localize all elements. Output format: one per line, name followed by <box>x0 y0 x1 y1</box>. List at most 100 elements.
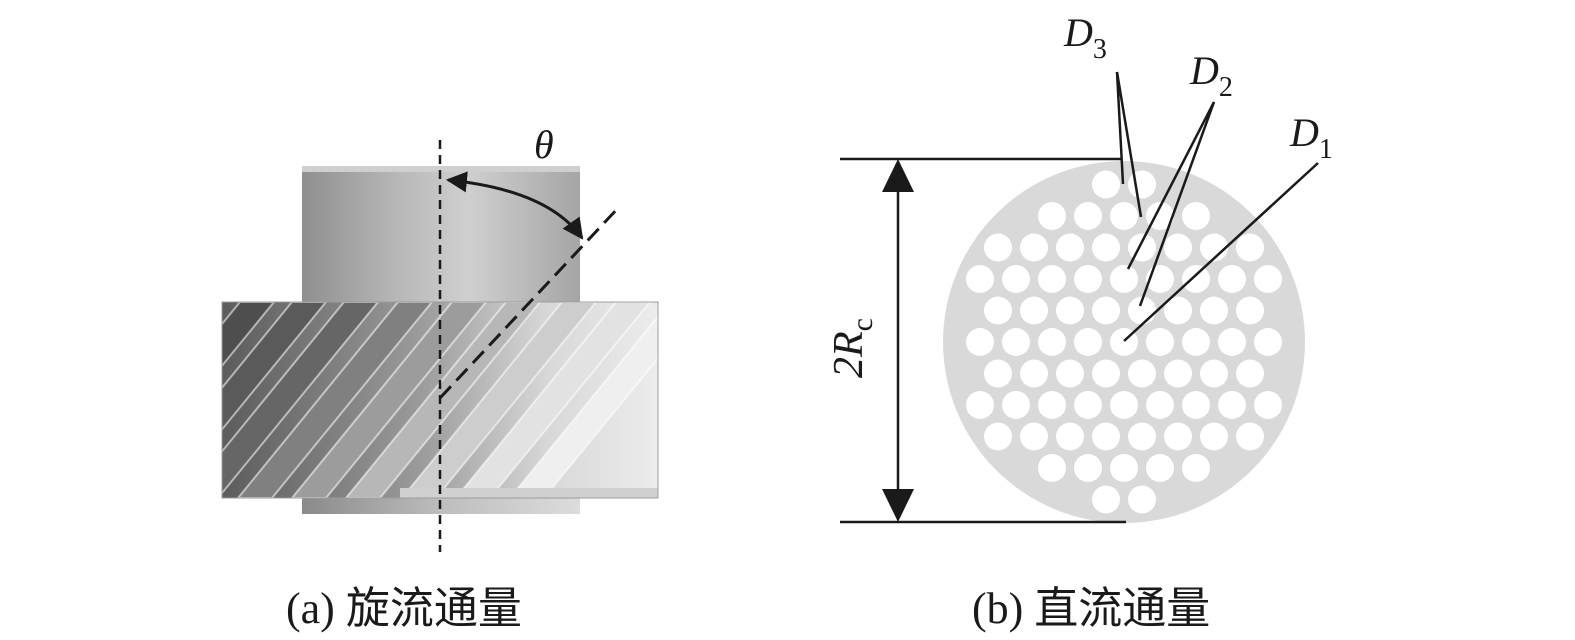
angle-arc <box>445 171 584 240</box>
plate-hole <box>1128 359 1156 388</box>
plate-hole <box>1020 296 1048 325</box>
plate-hole <box>1182 202 1210 230</box>
vane-blade <box>508 315 658 498</box>
plate-hole <box>1038 391 1066 419</box>
plate-hole <box>1164 233 1192 262</box>
dimension-arrow-top <box>882 159 914 192</box>
plate-hole <box>1074 265 1102 293</box>
plate-hole <box>1056 422 1084 451</box>
callout-d1-label: D1 <box>1289 110 1333 165</box>
plate-hole <box>1128 485 1156 514</box>
plate-hole <box>966 265 994 293</box>
plate-hole <box>1218 328 1246 356</box>
plate-hole <box>1110 454 1138 482</box>
plate-hole <box>1254 328 1282 356</box>
plate-hole <box>1164 359 1192 388</box>
callout-d2-label: D2 <box>1189 48 1233 103</box>
plate-hole <box>1092 170 1120 199</box>
plate-hole <box>1092 485 1120 514</box>
plate-hole <box>1092 422 1120 451</box>
plate-hole <box>1110 391 1138 419</box>
plate-hole <box>1182 391 1210 419</box>
plate-hole <box>1164 422 1192 451</box>
callout-d1-main: D <box>1289 110 1319 155</box>
callout-d3-label: D3 <box>1063 10 1107 65</box>
plate-holes <box>966 170 1282 514</box>
plate-hole <box>1128 170 1156 199</box>
plate-hole <box>1074 328 1102 356</box>
plate-hole <box>1056 296 1084 325</box>
plate-hole <box>1182 265 1210 293</box>
vane-blade <box>400 302 598 498</box>
diameter-label: 2Rc <box>826 318 879 378</box>
plate-hole <box>1074 391 1102 419</box>
plate-hole <box>1236 422 1264 451</box>
plate-hole <box>1002 391 1030 419</box>
plate-hole <box>1110 202 1138 230</box>
callout-d2-main: D <box>1189 48 1219 93</box>
plate-hole <box>1002 265 1030 293</box>
leader-d1 <box>1123 162 1319 342</box>
plate-hole <box>1038 454 1066 482</box>
plate-hole <box>1092 233 1120 262</box>
plate-hole <box>1038 202 1066 230</box>
plate-hole <box>1164 296 1192 325</box>
blade-angle-line <box>438 204 622 400</box>
plate-hole <box>1236 296 1264 325</box>
vane-body-outline <box>221 301 659 499</box>
plate-hole <box>1200 296 1228 325</box>
plate-hole <box>984 359 1012 388</box>
caption-b: (b) 直流通量 <box>972 584 1211 633</box>
plate-hole <box>1074 454 1102 482</box>
callout-d2-sub: 2 <box>1219 72 1233 103</box>
vane-blade <box>290 302 488 498</box>
plate-hole <box>1146 391 1174 419</box>
plate-hole <box>1110 265 1138 293</box>
perforated-plate-drawing <box>943 161 1305 523</box>
plate-hole <box>1236 359 1264 388</box>
plate-hole <box>1182 454 1210 482</box>
plate-hole <box>1092 359 1120 388</box>
leader-d2-a <box>1126 101 1216 270</box>
vane-blade <box>454 302 652 498</box>
plate-hole <box>1200 359 1228 388</box>
plate-hole <box>1020 422 1048 451</box>
plate-hole <box>1128 422 1156 451</box>
leader-d3-b <box>1115 71 1143 218</box>
callout-d3-main: D <box>1063 10 1093 55</box>
vane-blade <box>236 302 434 498</box>
plate-hole <box>1002 328 1030 356</box>
swirl-vane-drawing: θ <box>221 122 659 552</box>
plate-hole <box>1074 202 1102 230</box>
leader-d3-a <box>1115 71 1125 185</box>
diameter-label-main: 2R <box>826 331 872 378</box>
vane-blades <box>222 302 658 498</box>
vane-hub-top-edge <box>302 166 580 172</box>
plate-hole <box>1020 359 1048 388</box>
plate-hole <box>1254 265 1282 293</box>
plate-hole <box>1254 391 1282 419</box>
plate-hole <box>984 233 1012 262</box>
plate-hole <box>1182 328 1210 356</box>
plate-hole <box>1056 359 1084 388</box>
plate-hole <box>1218 265 1246 293</box>
callout-d1-sub: 1 <box>1319 134 1333 165</box>
plate-hole <box>1146 454 1174 482</box>
vane-blade <box>222 302 380 495</box>
plate-hole <box>984 296 1012 325</box>
diameter-label-sub: c <box>846 318 879 331</box>
plate-hole <box>1236 233 1264 262</box>
plate-hole <box>1092 296 1120 325</box>
plate-hole <box>1200 233 1228 262</box>
callout-d3-sub: 3 <box>1093 34 1107 65</box>
plate-hole <box>966 391 994 419</box>
plate-hole <box>1128 233 1156 262</box>
plate-hole <box>1218 391 1246 419</box>
caption-a: (a) 旋流通量 <box>286 584 522 633</box>
plate-hole <box>1038 265 1066 293</box>
plate-hole <box>966 328 994 356</box>
vane-lower-lip <box>400 488 658 498</box>
vane-blade <box>222 302 276 368</box>
angle-theta-label: θ <box>534 122 554 167</box>
